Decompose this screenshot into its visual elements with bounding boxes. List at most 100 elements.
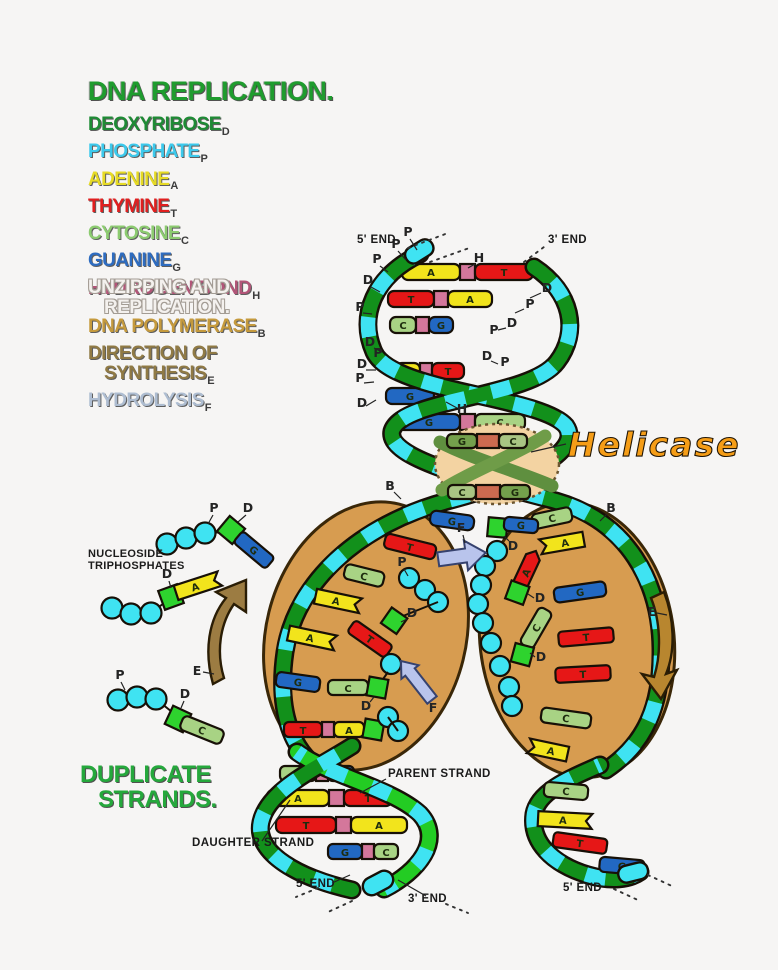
base-letter: G (458, 437, 466, 448)
svg-text:D: D (507, 315, 517, 330)
svg-text:T: T (300, 726, 307, 737)
svg-text:H: H (457, 401, 467, 416)
polymerase-callout: B (385, 478, 395, 493)
svg-text:A: A (331, 596, 341, 608)
base-letter: A (427, 268, 435, 279)
polymerase-callout: B (606, 500, 616, 515)
svg-text:C: C (344, 684, 351, 695)
base-letter: C (509, 437, 516, 448)
svg-text:A: A (345, 726, 353, 737)
svg-text:P: P (391, 236, 400, 251)
svg-text:P: P (373, 345, 382, 360)
svg-text:P: P (525, 296, 534, 311)
strand-continuation-dots (647, 874, 675, 888)
legend-item: CYTOSINEC (88, 223, 189, 247)
legend-item: ADENINEA (88, 168, 178, 193)
synthesis-callout: E (193, 663, 202, 678)
hydrolysis-arrow-icon (399, 659, 439, 706)
svg-text:D: D (357, 395, 367, 410)
helicase-label: Helicase (568, 425, 740, 464)
svg-text:T: T (576, 839, 584, 851)
base-letter: T (501, 268, 508, 279)
base-letter: C (458, 488, 465, 499)
svg-text:A: A (305, 633, 315, 645)
svg-text:C: C (531, 623, 544, 635)
svg-text:A: A (190, 582, 201, 595)
page-title: DNA REPLICATION. (88, 76, 334, 106)
hydrolysis-label: HYDROLYSISF (88, 390, 212, 414)
svg-text:P: P (355, 370, 364, 385)
top-helix-callouts: P P P D P D P D P D D P D P D P H H (355, 224, 552, 416)
parent-strand-label: PARENT STRAND (388, 768, 491, 780)
five-prime-end-label: 5' END (563, 882, 602, 894)
svg-text:C: C (196, 725, 207, 738)
strand-continuation-dots (613, 888, 641, 902)
three-prime-end-label: 3' END (548, 234, 587, 246)
synthesis-direction-arrow-icon (207, 578, 248, 686)
strand-end-cap (361, 869, 395, 897)
daughter-strand-label: DAUGHTER STRAND (192, 837, 314, 849)
svg-text:P: P (115, 667, 124, 682)
fork-bases: G (428, 509, 476, 532)
deoxyribose-callout: D (536, 649, 546, 664)
svg-text:G: G (516, 521, 525, 533)
svg-text:P: P (489, 322, 498, 337)
process-legend: UNZIPPING AND REPLICATION. DNA POLYMERAS… (88, 277, 266, 418)
svg-text:A: A (546, 746, 556, 758)
svg-text:D: D (363, 272, 373, 287)
direction-label: DIRECTION OF (88, 343, 218, 365)
strand-continuation-dots (327, 900, 353, 913)
dna-polymerase-label: DNA POLYMERASEB (88, 316, 266, 340)
svg-text:P: P (209, 500, 218, 515)
base-letter: G (425, 418, 433, 429)
svg-text:A: A (520, 567, 533, 579)
deoxyribose-callout: D (361, 698, 371, 713)
base-letter: T (408, 295, 415, 306)
svg-text:D: D (482, 348, 492, 363)
svg-text:D: D (243, 500, 253, 515)
svg-text:A: A (560, 538, 570, 550)
strand-end-cap (617, 861, 650, 884)
hydrolysis-callout: F (457, 520, 466, 535)
right-bubble-content: C A G T T C A G D A D C D F (436, 506, 615, 763)
svg-text:C: C (561, 714, 570, 726)
svg-text:D: D (365, 334, 375, 349)
svg-text:D: D (180, 686, 190, 701)
svg-text:G: G (341, 848, 349, 859)
base-letter: G (437, 321, 445, 332)
strand-continuation-dots (429, 246, 473, 263)
legend-item: DEOXYRIBOSED (88, 114, 230, 138)
strand-continuation-dots (445, 903, 469, 914)
unzipping-label: UNZIPPING AND (88, 277, 230, 298)
svg-text:C: C (562, 787, 570, 799)
svg-text:D: D (162, 566, 172, 581)
svg-text:T: T (582, 633, 590, 645)
svg-text:D: D (357, 356, 367, 371)
synthesis-callout: E (648, 604, 657, 619)
svg-text:P: P (500, 354, 509, 369)
svg-text:P: P (403, 224, 412, 239)
synthesis-direction-arrow-icon (638, 590, 680, 702)
phosphate-callout: P (397, 554, 406, 569)
hydrolysis-arrow-icon (436, 538, 488, 573)
svg-text:P: P (355, 299, 364, 314)
component-legend: DEOXYRIBOSED PHOSPHATEP ADENINEA THYMINE… (88, 115, 260, 306)
svg-text:G: G (575, 587, 585, 599)
bottom-right-strand: C A T G (524, 755, 650, 889)
deoxyribose-callout: D (535, 590, 545, 605)
nucleoside-triphosphates-label: NUCLEOSIDE TRIPHOSPHATES (88, 548, 185, 572)
nucleoside-triphosphates: G P D A D C P D (100, 500, 275, 745)
helicase-region: G C C G Helicase (433, 422, 740, 506)
direction-label-line2: SYNTHESISE (104, 362, 215, 387)
base-letter: G (511, 488, 519, 499)
legend-item: GUANINEG (88, 250, 181, 275)
svg-text:T: T (303, 821, 310, 832)
svg-text:A: A (559, 816, 568, 827)
svg-text:H: H (474, 250, 484, 265)
legend-item: PHOSPHATEP (88, 141, 208, 166)
base-letter: C (399, 321, 406, 332)
